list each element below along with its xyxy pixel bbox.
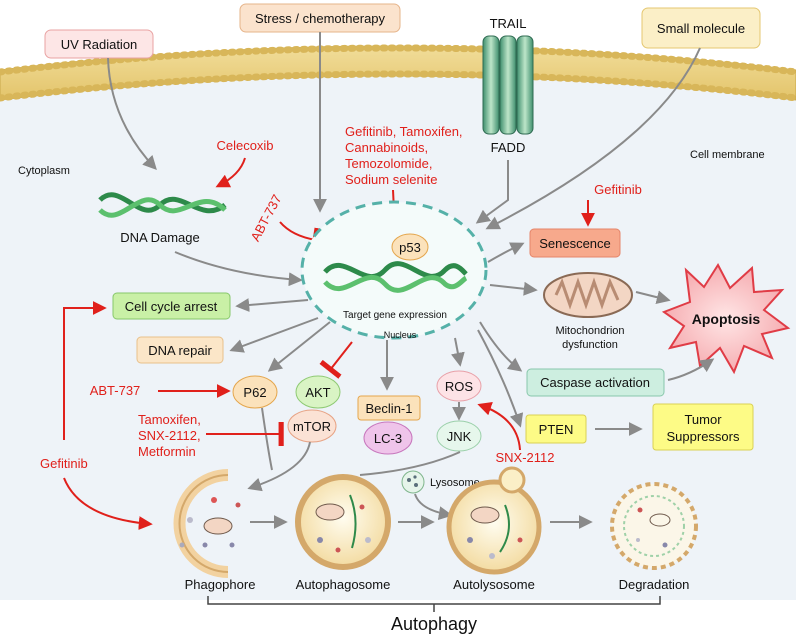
degradation-label: Degradation — [619, 577, 690, 592]
abt737-left-label: ABT-737 — [90, 383, 141, 398]
dna-damage-label: DNA Damage — [120, 230, 199, 245]
gefitinib-left-to-cellcycle — [63, 301, 107, 440]
mtor-to-phagophore — [247, 441, 311, 492]
autolysosome-icon — [446, 466, 542, 575]
to-pten-arrow — [477, 329, 524, 428]
senescence-box: Senescence — [529, 228, 621, 258]
trail-receptor — [482, 35, 534, 135]
trail-label: TRAIL — [490, 16, 527, 31]
mito-label-1: Mitochondrion — [555, 325, 624, 337]
svg-text:p53: p53 — [399, 240, 421, 255]
target-gene-label: Target gene expression — [343, 310, 447, 321]
lysosome-label: Lysosome — [430, 477, 480, 489]
small-molecule-box: Small molecule — [641, 7, 761, 49]
uv-radiation-box: UV Radiation — [44, 29, 154, 59]
svg-text:Metformin: Metformin — [138, 444, 196, 459]
dna-damage-helix — [98, 192, 227, 218]
caspase-activation-box: Caspase activation — [526, 368, 665, 397]
lysosome-icon — [401, 470, 425, 494]
p62-node: P62 — [232, 375, 278, 409]
svg-text:JNK: JNK — [447, 429, 472, 444]
cell-cycle-arrest-box: Cell cycle arrest — [112, 292, 231, 320]
svg-text:LC-3: LC-3 — [374, 431, 402, 446]
phagophore-label: Phagophore — [185, 577, 256, 592]
jnk-down-line — [359, 451, 461, 476]
svg-text:Small molecule: Small molecule — [657, 21, 745, 36]
autophagosome-label: Autophagosome — [296, 577, 391, 592]
to-caspase-arrow — [479, 321, 523, 372]
gefitinib-left-label: Gefitinib — [40, 456, 88, 471]
svg-text:SNX-2112,: SNX-2112, — [138, 428, 201, 443]
input-arrows — [107, 32, 701, 230]
mito-to-apoptosis-arrow — [635, 290, 671, 305]
apoptosis-burst: Apoptosis — [661, 263, 791, 375]
svg-text:Cell cycle arrest: Cell cycle arrest — [125, 299, 218, 314]
snx2112-arrow — [477, 402, 521, 451]
autophagosome-icon — [295, 474, 391, 570]
to-senescence-arrow — [487, 242, 525, 263]
svg-text:Caspase activation: Caspase activation — [540, 375, 650, 390]
gefitinib-top-label: Gefitinib — [594, 182, 642, 197]
dna-repair-box: DNA repair — [136, 336, 224, 364]
to-cellcycle-arrow — [235, 298, 309, 313]
autolysosome-label: Autolysosome — [453, 577, 535, 592]
cytoplasm-label: Cytoplasm — [18, 165, 70, 177]
phagophore-icon — [173, 469, 241, 578]
to-ros-arrow — [451, 337, 465, 367]
target-gene-helix — [323, 261, 468, 293]
mitochondrion-icon — [543, 272, 633, 318]
gefitinib-left-to-phagophore — [63, 477, 153, 531]
mito-label-2: dysfunction — [562, 339, 618, 351]
tamoxifen-group-text: Tamoxifen, SNX-2112, Metformin — [138, 412, 201, 459]
stress-chemotherapy-box: Stress / chemotherapy — [239, 3, 401, 33]
svg-text:mTOR: mTOR — [293, 419, 331, 434]
svg-text:PTEN: PTEN — [539, 422, 574, 437]
svg-text:Tamoxifen,: Tamoxifen, — [138, 412, 201, 427]
akt-node: AKT — [295, 375, 341, 409]
svg-text:UV Radiation: UV Radiation — [61, 37, 138, 52]
nucleus — [300, 200, 488, 340]
nuclear-drugs-text: Gefitinib, Tamoxifen, Cannabinoids, Temo… — [345, 124, 463, 187]
beclin1-box: Beclin-1 — [357, 395, 421, 421]
celecoxib-arrow — [215, 157, 246, 188]
svg-text:Cannabinoids,: Cannabinoids, — [345, 140, 428, 155]
celecoxib-label: Celecoxib — [216, 138, 273, 153]
svg-text:Tumor: Tumor — [684, 412, 722, 427]
cell-membrane — [0, 44, 796, 102]
ros-node: ROS — [436, 370, 482, 402]
svg-text:Stress / chemotherapy: Stress / chemotherapy — [255, 11, 386, 26]
p53-node: p53 — [391, 233, 429, 261]
cell-membrane-label: Cell membrane — [690, 149, 765, 161]
svg-text:AKT: AKT — [305, 385, 330, 400]
svg-text:Suppressors: Suppressors — [667, 429, 740, 444]
to-mito-arrow — [489, 281, 538, 296]
svg-text:Gefitinib, Tamoxifen,: Gefitinib, Tamoxifen, — [345, 124, 463, 139]
lysosome-arrow — [414, 493, 453, 521]
fadd-label: FADD — [491, 140, 526, 155]
apoptosis-label: Apoptosis — [692, 311, 761, 327]
pten-box: PTEN — [525, 414, 587, 444]
svg-text:DNA repair: DNA repair — [148, 343, 212, 358]
lc3-node: LC-3 — [363, 421, 413, 455]
dna-to-nucleus-arrow — [174, 251, 303, 287]
jnk-node: JNK — [436, 420, 482, 452]
mtor-node: mTOR — [287, 409, 337, 443]
to-p62-arrow — [267, 321, 331, 372]
to-akt-inhibit — [319, 341, 353, 379]
p62-down-line — [261, 407, 273, 471]
autophagy-label: Autophagy — [391, 614, 477, 634]
tumor-suppressors-box: Tumor Suppressors — [652, 403, 754, 451]
svg-text:Beclin-1: Beclin-1 — [366, 401, 413, 416]
svg-text:Sodium selenite: Sodium selenite — [345, 172, 438, 187]
svg-text:P62: P62 — [243, 385, 266, 400]
caspase-to-apoptosis-arrow — [667, 358, 715, 381]
svg-text:Temozolomide,: Temozolomide, — [345, 156, 432, 171]
nucleus-label: Nucleus — [384, 330, 417, 340]
to-dnarepair-arrow — [229, 317, 319, 353]
snx2112-label: SNX-2112 — [495, 450, 554, 465]
degradation-icon — [610, 482, 698, 570]
svg-text:Senescence: Senescence — [539, 236, 611, 251]
svg-text:ROS: ROS — [445, 379, 474, 394]
